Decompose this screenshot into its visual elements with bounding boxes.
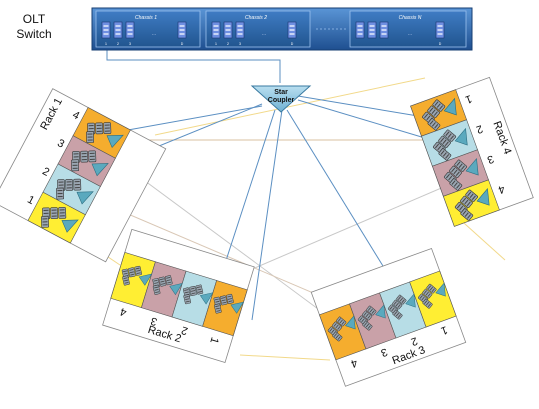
chassis-1: Chassis 1 1 2 3 … D: [95, 10, 201, 48]
slot-number: 3: [379, 345, 389, 358]
port-label: 3: [129, 42, 131, 46]
slot-number: 4: [119, 305, 128, 318]
slot-number: 3: [55, 137, 66, 150]
rack-1: 4 3 2 1 Rack 1: [0, 88, 167, 263]
chassis-label: Chassis N: [399, 15, 422, 21]
rack-2: 4 3 2 1 Rack 2: [102, 228, 255, 363]
coupler-label-line2: Coupler: [268, 97, 295, 104]
port-ellipsis: …: [262, 31, 267, 37]
olt-title-line2: Switch: [16, 27, 51, 41]
olt-title-line1: OLT: [23, 12, 46, 26]
chassis-n: Chassis N … D: [349, 10, 467, 48]
slot-number: 2: [40, 165, 51, 178]
port-ellipsis: …: [408, 31, 413, 37]
fiber-link: [239, 354, 331, 361]
port-label: 1: [105, 42, 107, 46]
chassis-2: Chassis 2 1 2 3 … D: [205, 10, 311, 48]
star-coupler: Star Coupler: [250, 85, 312, 113]
port-label: 2: [117, 42, 119, 46]
fiber-link: [154, 77, 426, 136]
rack-slot: [202, 280, 248, 337]
slot-number: 4: [496, 182, 506, 195]
port-label: 2: [227, 42, 229, 46]
slot-number: 3: [149, 314, 158, 327]
olt-switch: OLT Switch Chassis 1 1 2 3 … D Chassis 2…: [16, 7, 473, 51]
slot-number: 4: [70, 109, 81, 122]
fiber-link: [297, 95, 431, 119]
slot-number: 2: [180, 324, 189, 337]
port-ellipsis: …: [152, 31, 157, 37]
slot-number: 2: [409, 334, 419, 347]
fiber-link: [127, 105, 263, 131]
slot-number: 1: [207, 336, 220, 345]
fiber-link: [251, 109, 283, 321]
coupler-triangle: [250, 85, 312, 113]
slot-number: 2: [475, 122, 485, 135]
port-label: D: [181, 42, 184, 46]
slot-number: 4: [349, 356, 359, 369]
slot-number: 3: [485, 152, 495, 165]
rack-4: 1 2 3 4 Rack 4: [410, 76, 534, 227]
slot-number: 1: [464, 92, 474, 105]
port-label: D: [291, 42, 294, 46]
port-label: D: [439, 42, 442, 46]
coupler-label-line1: Star: [274, 89, 288, 96]
slot-number: 1: [25, 194, 36, 207]
olt-uplink: [106, 46, 281, 83]
slot-number: 1: [439, 323, 449, 336]
chassis-label: Chassis 1: [135, 15, 157, 21]
rack-3: 4 3 2 1 Rack 3: [310, 247, 467, 387]
port-label: 1: [215, 42, 217, 46]
port-label: 3: [239, 42, 241, 46]
chassis-label: Chassis 2: [245, 15, 267, 21]
